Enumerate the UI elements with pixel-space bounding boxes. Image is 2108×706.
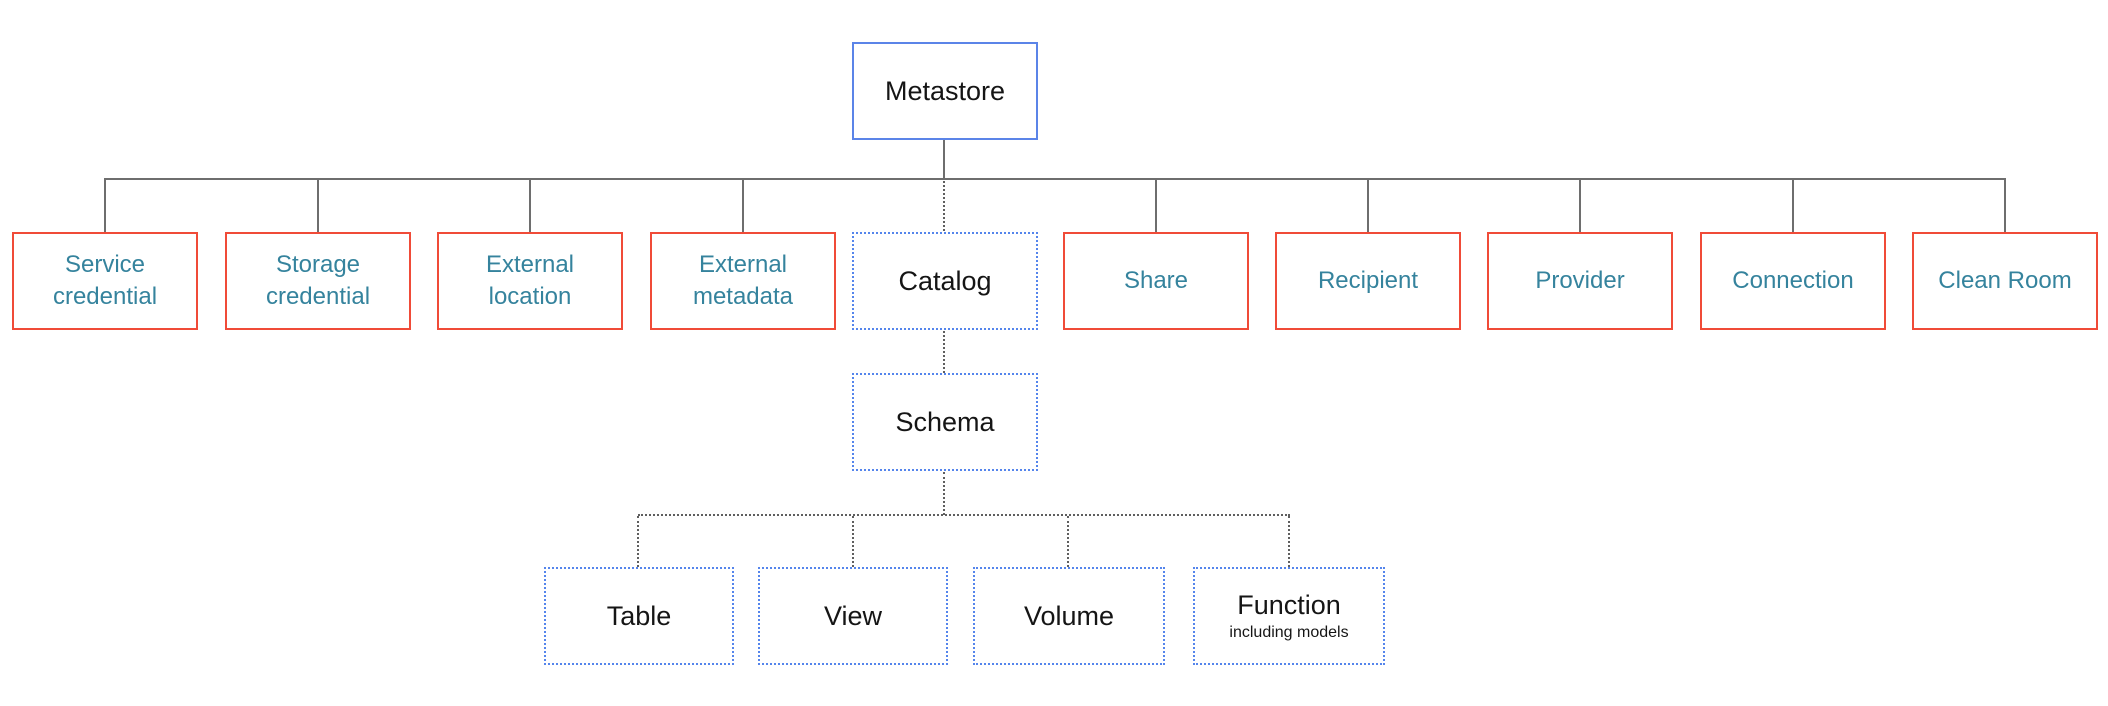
node-recipient-label: Recipient xyxy=(1317,266,1419,294)
connector-stub-volume-dotted xyxy=(1067,516,1069,567)
connector-stub-external-location xyxy=(529,178,531,232)
node-connection: Connection xyxy=(1700,232,1886,330)
node-share: Share xyxy=(1063,232,1249,330)
node-service-credential: Service credential xyxy=(12,232,198,330)
connector-stub-storage-credential xyxy=(317,178,319,232)
node-external-location: External location xyxy=(437,232,623,330)
node-storage-credential-label: Storage credential xyxy=(265,250,371,310)
connector-metastore-drop xyxy=(943,140,945,178)
node-external-metadata-label: External metadata xyxy=(692,250,794,310)
connector-schema-drop-dotted xyxy=(943,472,945,515)
node-volume: Volume xyxy=(973,567,1165,665)
node-function-sublabel: including models xyxy=(1229,624,1349,641)
connector-stub-external-metadata xyxy=(742,178,744,232)
node-storage-credential: Storage credential xyxy=(225,232,411,330)
connector-catalog-schema-dotted xyxy=(943,331,945,373)
node-table: Table xyxy=(544,567,734,665)
node-view: View xyxy=(758,567,948,665)
node-provider: Provider xyxy=(1487,232,1673,330)
node-schema: Schema xyxy=(852,373,1038,471)
node-function: Function including models xyxy=(1193,567,1385,665)
connector-stub-share xyxy=(1155,178,1157,232)
node-service-credential-label: Service credential xyxy=(52,250,158,310)
node-catalog-label: Catalog xyxy=(898,265,992,296)
node-table-label: Table xyxy=(606,600,672,631)
connector-stub-clean-room xyxy=(2004,178,2006,234)
connector-stub-connection xyxy=(1792,178,1794,232)
connector-stub-recipient xyxy=(1367,178,1369,232)
connector-catalog-drop-dotted xyxy=(943,181,945,231)
node-metastore: Metastore xyxy=(852,42,1038,140)
connector-leaves-horizontal-dotted xyxy=(638,514,1290,516)
node-schema-label: Schema xyxy=(895,406,995,437)
node-external-metadata: External metadata xyxy=(650,232,836,330)
connector-stub-table-dotted xyxy=(637,516,639,567)
connector-stub-function-dotted xyxy=(1288,516,1290,567)
node-catalog: Catalog xyxy=(852,232,1038,330)
node-view-label: View xyxy=(823,600,883,631)
node-metastore-label: Metastore xyxy=(884,75,1006,106)
node-volume-label: Volume xyxy=(1023,600,1115,631)
node-clean-room: Clean Room xyxy=(1912,232,2098,330)
connector-stub-view-dotted xyxy=(852,516,854,567)
node-clean-room-label: Clean Room xyxy=(1938,266,2072,294)
node-connection-label: Connection xyxy=(1732,266,1854,294)
connector-stub-provider xyxy=(1579,178,1581,232)
node-function-label: Function xyxy=(1237,590,1341,620)
connector-row2-horizontal xyxy=(105,178,2005,180)
node-share-label: Share xyxy=(1123,266,1189,294)
node-provider-label: Provider xyxy=(1535,266,1625,294)
node-recipient: Recipient xyxy=(1275,232,1461,330)
node-external-location-label: External location xyxy=(485,250,575,310)
connector-stub-service-credential xyxy=(104,178,106,232)
